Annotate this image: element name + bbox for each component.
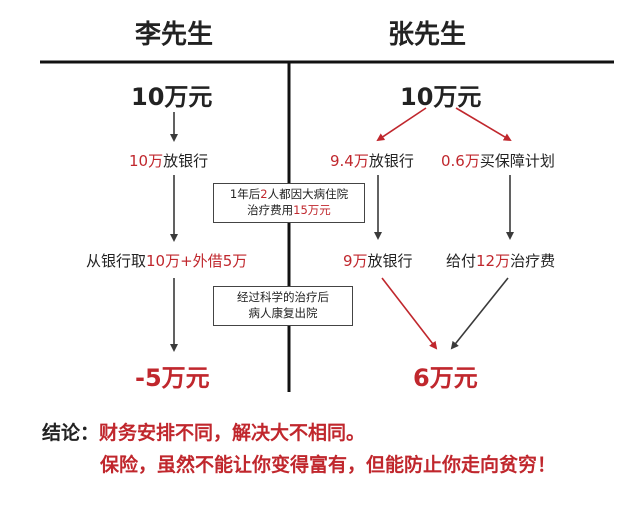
right-a2-amount: 9万 [343, 252, 368, 270]
right-b2-amount: 12万 [476, 252, 511, 270]
left-step1-text: 放银行 [163, 152, 209, 170]
right-a2-text: 放银行 [367, 252, 413, 270]
left-result: -5万元 [135, 364, 210, 392]
right-b2-text: 治疗费 [510, 252, 556, 270]
left-step1: 10万放银行 [129, 150, 208, 171]
header-left: 李先生 [135, 20, 214, 50]
event-box-hospitalized: 1年后2人都因大病住院 治疗费用15万元 [213, 183, 365, 223]
conclusion-line2: 保险，虽然不能让你变得富有，但能防止你走向贫穷！ [100, 454, 557, 476]
left-step2-pre: 从银行取 [86, 252, 147, 270]
right-branch-b2: 给付12万治疗费 [446, 250, 555, 271]
right-branch-a2: 9万放银行 [343, 250, 413, 271]
right-branch-b1: 0.6万买保障计划 [441, 150, 555, 171]
right-merge-arrow-left [381, 277, 438, 350]
header-right: 张先生 [388, 20, 467, 50]
right-a1-text: 放银行 [368, 152, 414, 170]
event1-line1: 1年后2人都因大病住院 [229, 187, 349, 201]
left-step1-amount: 10万 [129, 152, 164, 170]
left-start-amount: 10万元 [131, 83, 213, 111]
conclusion-text1: 财务安排不同，解决大不相同。 [99, 422, 366, 444]
right-split-arrow-right [455, 107, 512, 142]
event-box-recovered: 经过科学的治疗后 病人康复出院 [213, 286, 353, 326]
right-merge-arrow-right [450, 277, 509, 350]
right-branch-a1: 9.4万放银行 [330, 150, 414, 171]
right-b2-pre: 给付 [446, 252, 477, 270]
right-start-amount: 10万元 [400, 83, 482, 111]
right-result: 6万元 [413, 364, 478, 392]
conclusion-label: 结论： [42, 422, 100, 444]
left-step2-mid: +外借 [180, 252, 223, 270]
event1-line2: 治疗费用15万元 [247, 203, 331, 217]
event2-line2: 病人康复出院 [248, 306, 318, 320]
right-split-arrow-left [376, 107, 427, 142]
event2-line1: 经过科学的治疗后 [237, 290, 329, 304]
left-step2: 从银行取10万+外借5万 [86, 250, 247, 271]
conclusion-line1: 结论：财务安排不同，解决大不相同。 [42, 418, 365, 445]
right-a1-amount: 9.4万 [330, 152, 369, 170]
right-b1-text: 买保障计划 [479, 152, 555, 170]
left-step2-amount2: 5万 [222, 252, 248, 270]
left-step2-amount1: 10万 [146, 252, 181, 270]
right-b1-amount: 0.6万 [441, 152, 480, 170]
